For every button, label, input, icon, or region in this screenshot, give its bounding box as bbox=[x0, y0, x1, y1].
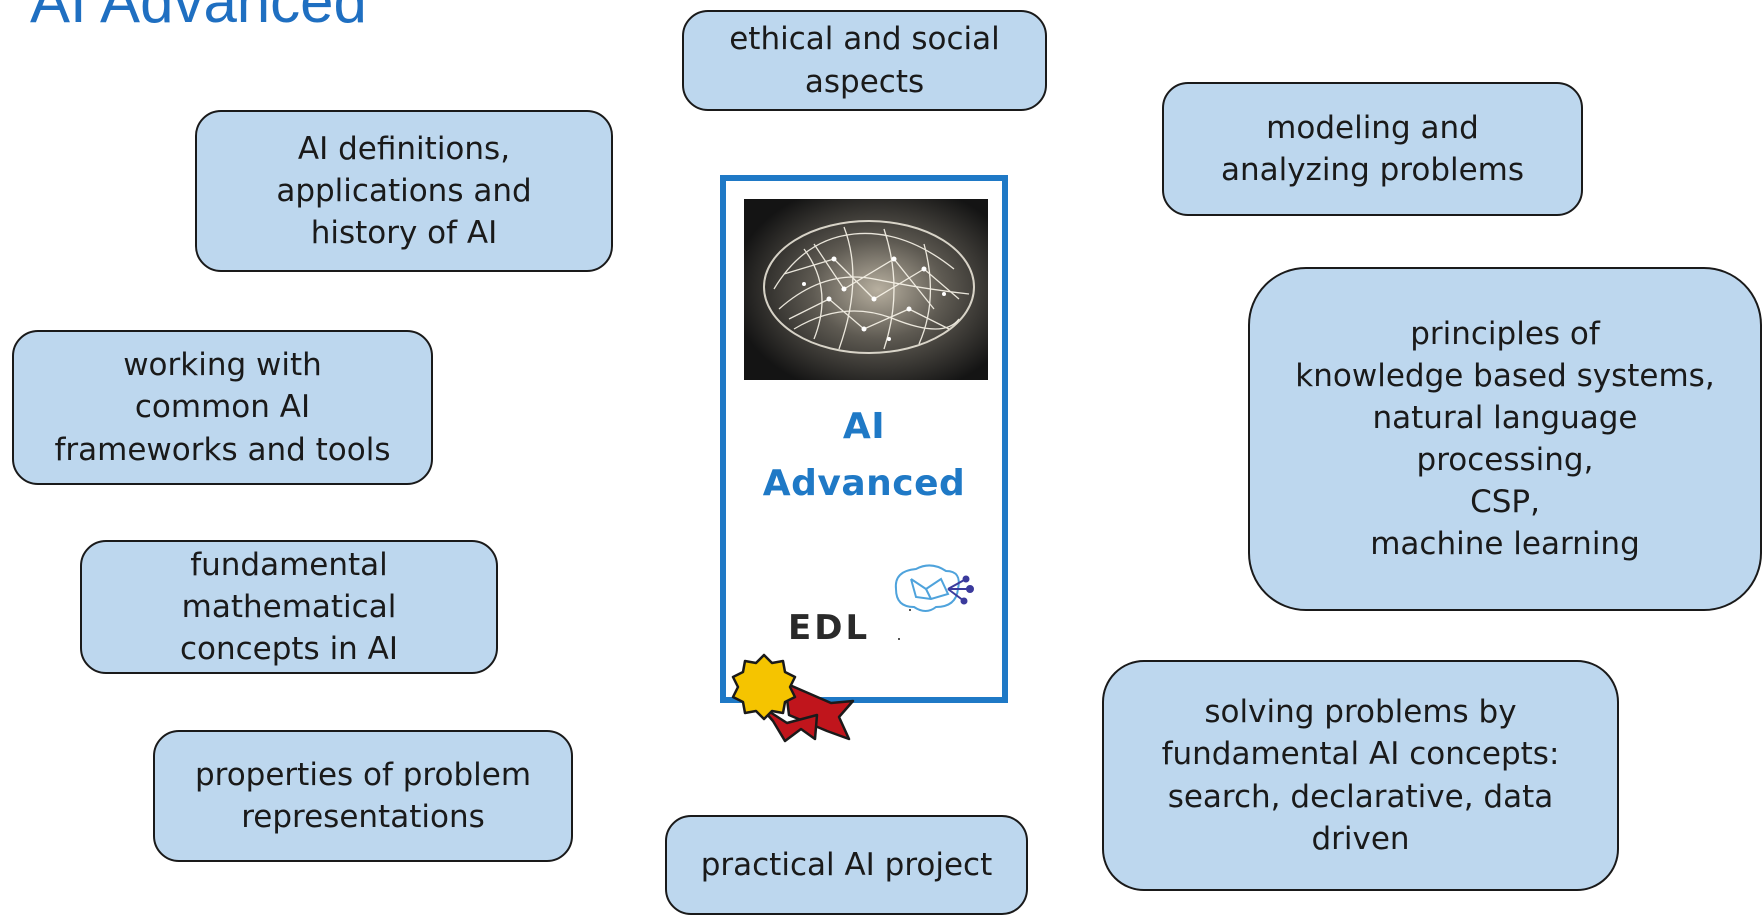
card-title-line1: AI bbox=[842, 406, 886, 447]
card-title-line2: Advanced bbox=[762, 463, 966, 504]
topic-ai-definitions: AI definitions, applications and history… bbox=[195, 110, 613, 272]
topic-solving-problems: solving problems by fundamental AI conce… bbox=[1102, 660, 1619, 891]
page-title: AI Advanced bbox=[30, 0, 367, 35]
topic-math-concepts: fundamental mathematical concepts in AI bbox=[80, 540, 498, 674]
topic-modeling-analyzing: modeling and analyzing problems bbox=[1162, 82, 1583, 216]
brain-network-icon bbox=[894, 564, 974, 612]
edl-logo-text: EDL bbox=[788, 608, 871, 648]
topic-problem-representations: properties of problem representations bbox=[153, 730, 573, 862]
topic-ai-frameworks: working with common AI frameworks and to… bbox=[12, 330, 433, 485]
card-dot bbox=[898, 638, 900, 640]
card-dot bbox=[909, 609, 911, 611]
ai-advanced-card: AI Advanced EDL bbox=[720, 175, 1008, 703]
topic-practical-project: practical AI project bbox=[665, 815, 1028, 915]
topic-ethical-social: ethical and social aspects bbox=[682, 10, 1047, 111]
award-badge-icon bbox=[731, 653, 855, 743]
neural-brain-image bbox=[744, 199, 988, 380]
topic-principles-knowledge: principles of knowledge based systems, n… bbox=[1248, 267, 1762, 611]
